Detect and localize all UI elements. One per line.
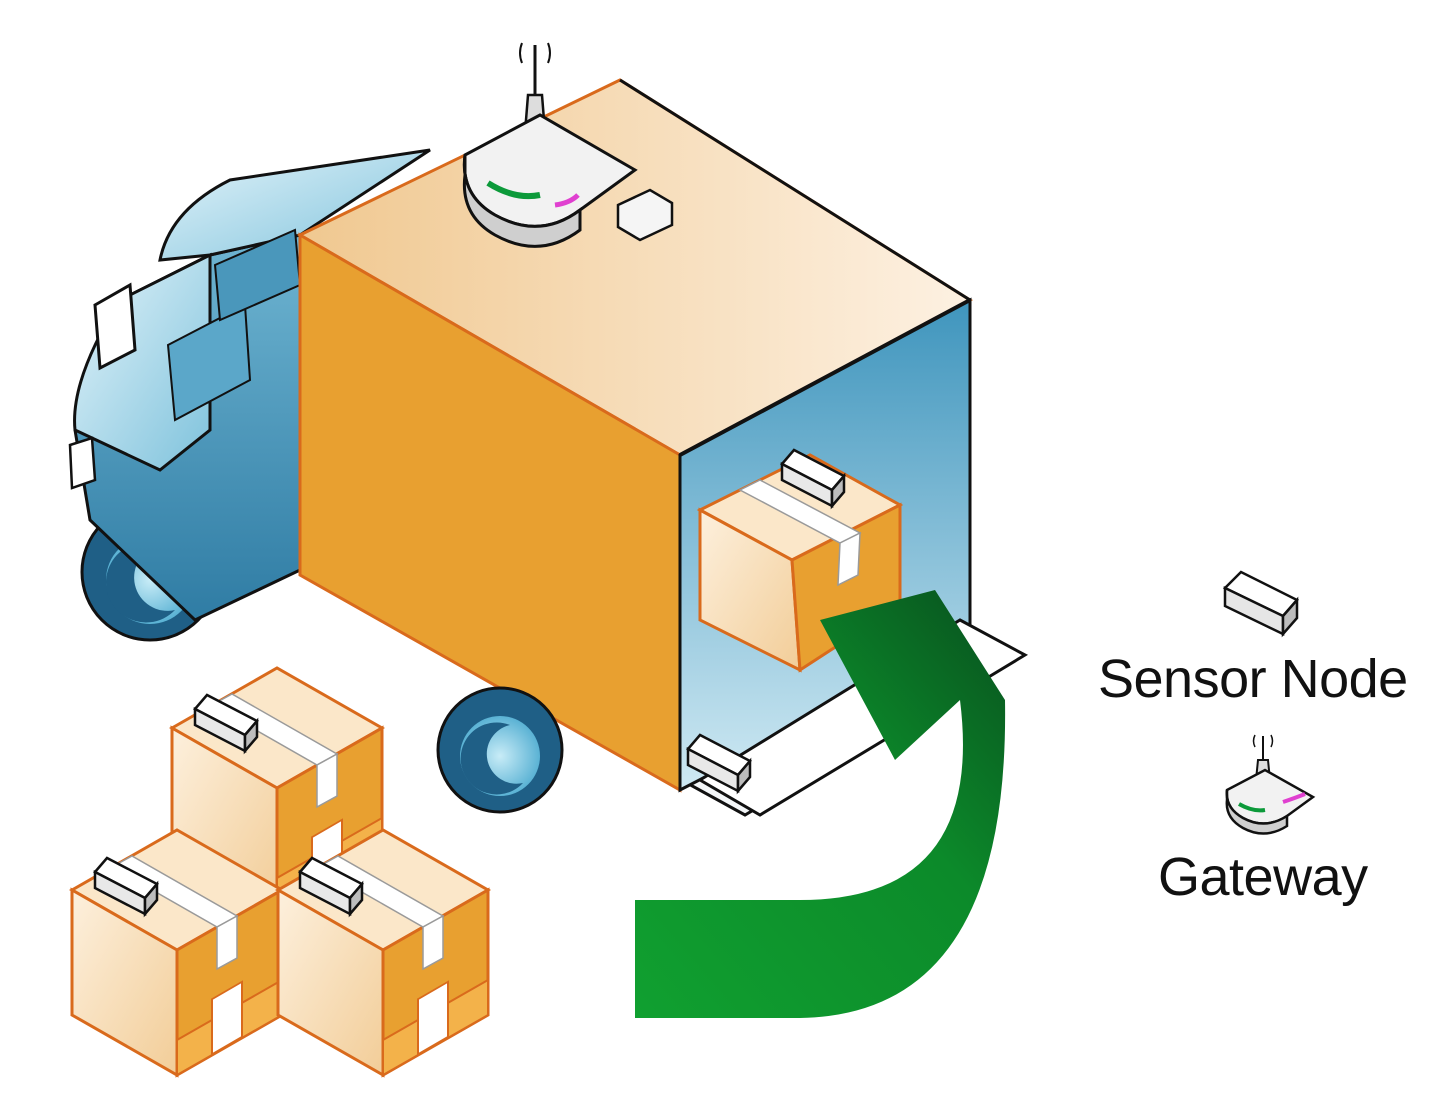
legend-gateway-icon — [1225, 734, 1316, 835]
legend-gateway-label: Gateway — [1158, 847, 1368, 907]
legend-sensor-node-icon — [1222, 570, 1300, 638]
roof-gateway — [462, 42, 674, 248]
legend-sensor-node-label: Sensor Node — [1098, 649, 1408, 709]
truck-interior-carton — [696, 453, 904, 673]
loading-arrow — [635, 590, 1006, 1018]
carton-stack — [70, 666, 490, 1077]
